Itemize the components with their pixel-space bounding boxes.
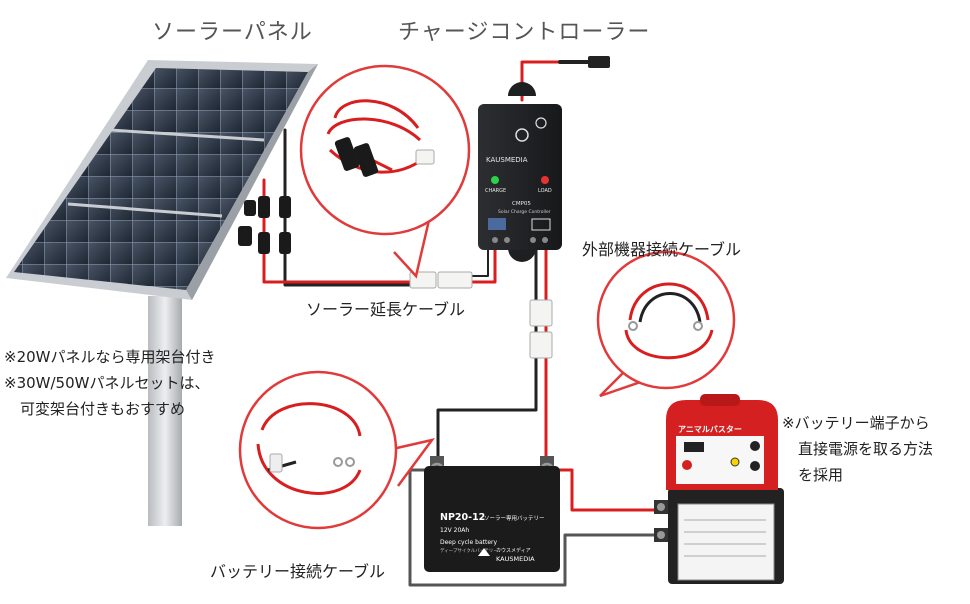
- fence-note-line-2: 直接電源を取る方法: [798, 440, 934, 458]
- charge-controller-label: チャージコントローラー: [398, 20, 651, 45]
- load-label: LOAD: [538, 188, 552, 194]
- mc4-connectors: [238, 196, 291, 254]
- solar-extension-to-controller: [468, 248, 497, 284]
- bubble-external-cable: [596, 250, 736, 398]
- load-led: [541, 176, 549, 184]
- charge-label: CHARGE: [485, 188, 506, 194]
- battery-brand-icon: [478, 548, 490, 556]
- bubble-solar-extension: [299, 64, 471, 279]
- battery-cable-label: バッテリー接続ケーブル: [210, 562, 386, 581]
- bubble-battery-cable: [238, 370, 436, 530]
- fence-note-line-3: を採用: [798, 466, 844, 484]
- solar-panel-label: ソーラーパネル: [152, 20, 313, 45]
- battery-model-jp: ソーラー専用バッテリー: [484, 514, 545, 522]
- charge-led: [491, 176, 499, 184]
- controller-to-battery-black: [436, 248, 538, 460]
- panel-note-line-3: 可変架台付きもおすすめ: [20, 400, 186, 418]
- battery-spec: 12V 20Ah: [440, 527, 469, 534]
- battery-brand-jp: カウスメディア: [496, 547, 531, 554]
- panel-cells: [14, 68, 308, 290]
- battery: NP20-12 ソーラー専用バッテリー 12V 20Ah Deep cycle …: [424, 456, 560, 572]
- controller-subtitle: Solar Charge Controller: [498, 209, 551, 215]
- battery-type: Deep cycle battery: [440, 539, 497, 546]
- fence-note: ※バッテリー端子から 直接電源を取る方法 を採用: [782, 410, 933, 488]
- controller-model: CMP05: [512, 201, 531, 207]
- external-device-cable-label: 外部機器接続ケーブル: [582, 240, 742, 259]
- battery-brand: KAUSMEDIA: [496, 555, 535, 563]
- panel-pole: [148, 296, 182, 526]
- fence-note-line-1: ※バッテリー端子から: [782, 414, 930, 432]
- battery-model: NP20-12: [440, 512, 485, 523]
- controller-body: [478, 104, 562, 250]
- battery-body: [424, 466, 560, 572]
- solar-extension-cable-label: ソーラー延長ケーブル: [306, 300, 466, 319]
- panel-note-line-1: ※20Wパネルなら専用架台付き: [4, 348, 216, 366]
- panel-note: ※20Wパネルなら専用架台付き ※30W/50Wパネルセットは、 可変架台付きも…: [4, 344, 216, 422]
- battery-to-fence-red: [546, 468, 662, 512]
- energizer-name: アニマルバスター: [678, 424, 742, 434]
- battery-type-jp: ディープサイクルバッテリー: [440, 547, 498, 554]
- charge-controller: KAUSMEDIA CHARGE LOAD CMP05 Solar Charge…: [478, 82, 562, 262]
- panel-note-line-2: ※30W/50Wパネルセットは、: [4, 374, 210, 392]
- wiring: [262, 56, 662, 587]
- panel-lead-red: [262, 178, 414, 284]
- fence-energizer: アニマルバスター: [654, 394, 784, 584]
- panel-lead-black: [283, 128, 414, 287]
- solar-panel: [6, 60, 318, 526]
- battery-to-fence-black: [408, 468, 662, 587]
- controller-brand: KAUSMEDIA: [486, 156, 528, 164]
